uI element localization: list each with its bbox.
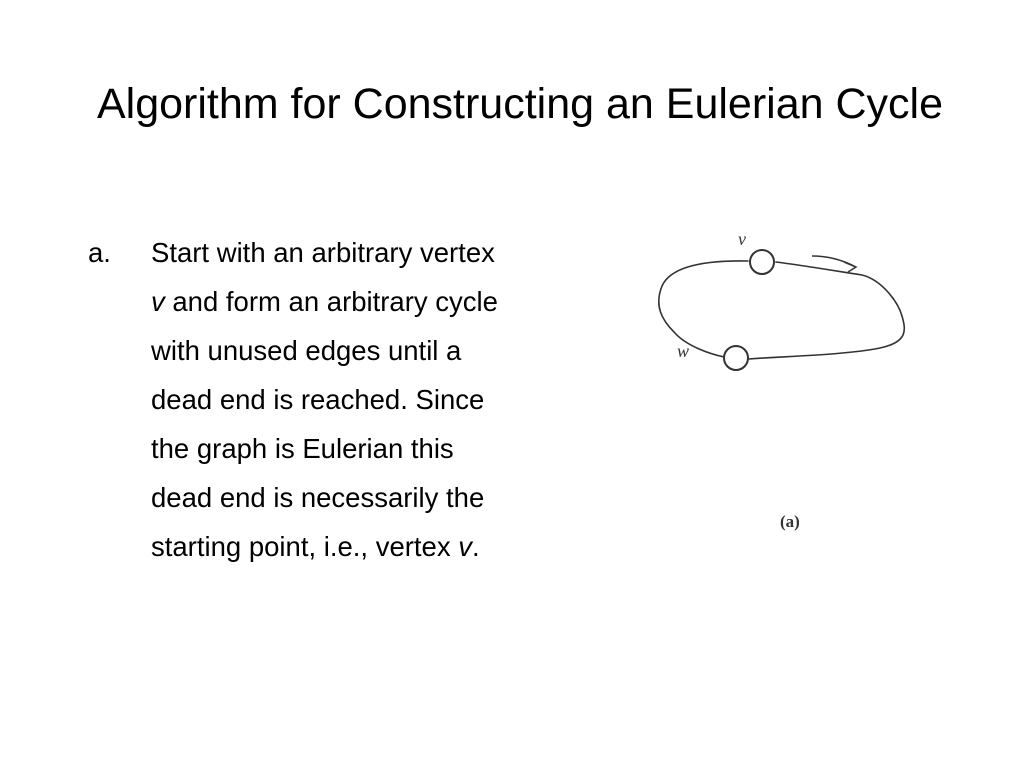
text-segment: the graph is Eulerian this [151, 433, 454, 464]
text-segment: with unused edges until a [151, 335, 462, 366]
direction-arrow-icon [811, 255, 855, 267]
text-segment: Start with an arbitrary vertex [151, 237, 495, 268]
vertex-symbol: v [151, 286, 165, 317]
cycle-edge [658, 260, 905, 360]
list-item-text: Start with an arbitrary vertex v and form… [151, 228, 621, 571]
slide-title: Algorithm for Constructing an Eulerian C… [96, 80, 944, 128]
text-line: dead end is necessarily the [151, 473, 621, 522]
arrowhead-icon [843, 261, 858, 273]
text-line: Start with an arbitrary vertex [151, 228, 621, 277]
vertex-v [749, 249, 775, 275]
text-segment: . [471, 531, 480, 562]
text-line: dead end is reached. Since [151, 375, 621, 424]
text-line: v and form an arbitrary cycle [151, 277, 621, 326]
text-segment: dead end is reached. Since [151, 384, 485, 415]
text-segment: starting point, i.e., vertex [151, 531, 459, 562]
text-line: the graph is Eulerian this [151, 424, 621, 473]
list-marker: a. [88, 237, 111, 268]
text-segment: and form an arbitrary cycle [164, 286, 498, 317]
text-line: with unused edges until a [151, 326, 621, 375]
vertex-symbol: v [458, 531, 472, 562]
cycle-diagram: v w (a) [658, 229, 905, 531]
text-line: starting point, i.e., vertex v. [151, 522, 621, 571]
eulerian-cycle-figure: v w (a) [640, 220, 930, 550]
vertex-v-label: v [738, 229, 746, 249]
figure-caption: (a) [780, 512, 800, 531]
vertex-w-label: w [677, 341, 689, 361]
text-segment: dead end is necessarily the [151, 482, 485, 513]
vertex-w [723, 345, 749, 371]
